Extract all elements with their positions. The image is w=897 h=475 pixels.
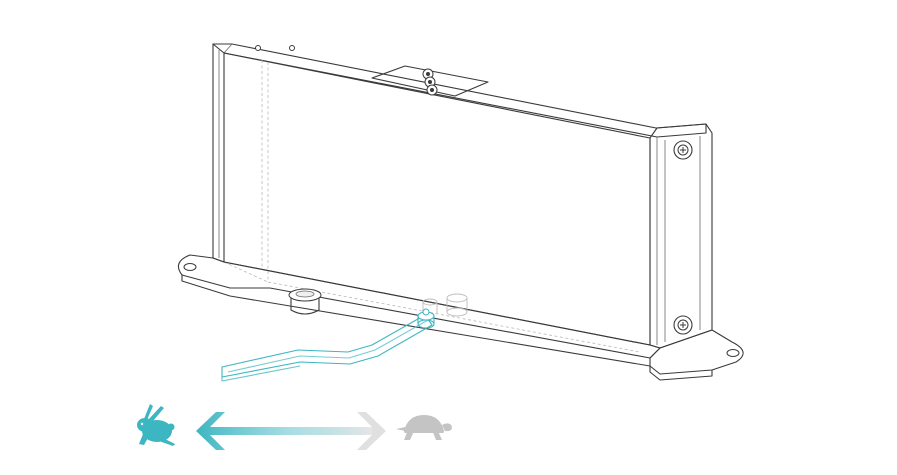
double-arrow-icon [196,412,386,450]
door-closer-arm [221,308,435,382]
end-cap-screw-top [673,140,693,160]
turtle-icon [396,415,452,440]
end-cap-screw-bottom [673,315,693,335]
arm-pivot [417,308,435,329]
closer-body [177,43,744,381]
bottom-bushing [288,288,322,315]
rabbit-icon [137,404,175,446]
valve-plate [371,65,489,97]
right-mounting-foot [649,329,744,375]
closer-top-face [212,43,707,138]
